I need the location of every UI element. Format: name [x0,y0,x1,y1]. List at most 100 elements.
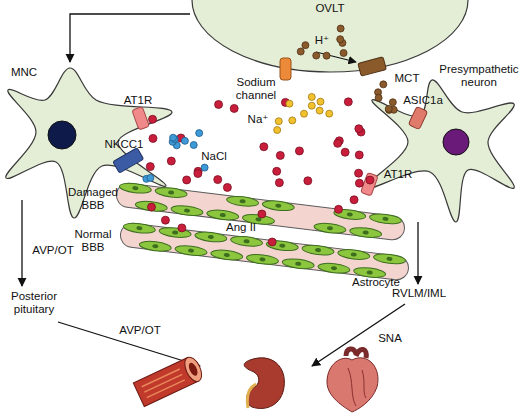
endothelial-cell [206,209,239,222]
sodium-ion [326,110,333,117]
angiotensin-molecule [178,224,186,232]
cell-outline-group [6,68,172,218]
annotation-label: Sodium channel [232,76,280,102]
endothelial-cell [337,248,370,261]
endothelial-cell [302,244,335,257]
sodium-ion [274,127,281,134]
nacl-molecule [181,137,188,144]
kidney [244,358,284,409]
annotation-label: Normal BBB [66,228,120,254]
cell-nucleus [351,252,357,257]
angiotensin-molecule [214,176,222,184]
vessel-lumen [187,361,199,377]
angiotensin-molecule [355,151,363,159]
nacl-molecule [173,142,180,149]
angiotensin-molecule [177,134,185,142]
endothelial-cell [171,204,204,217]
cell-nucleus [347,212,353,217]
sodium-ion [289,117,296,124]
cell-body: Presympathetic neuron [362,60,520,225]
cell-nucleus [188,248,194,253]
mct-transporter [358,57,386,76]
cell-membrane [192,0,468,72]
endothelial-cell [369,212,402,225]
nacl-molecule [143,175,150,182]
cell-nucleus [172,230,178,235]
angiotensin-molecule [230,104,238,112]
cell-nucleus [168,190,174,195]
endothelial-cell [314,222,347,235]
annotation-label: NaCl [196,150,232,163]
cell-nucleus [386,257,392,262]
cell-nucleus [382,217,388,222]
proton [380,81,387,88]
endothelial-cell [349,226,382,239]
at1r-receptor [132,107,150,130]
nkcc1-transporter [113,148,144,173]
angiotensin-molecule [334,139,342,147]
pathway-arrow [21,200,22,286]
angiotensin-molecule [194,167,202,175]
angiotensin-molecule [335,205,343,213]
annotation-label: Posterior pituitary [2,290,66,316]
pathway-arrow [417,222,418,284]
cell-membrane [6,68,172,218]
endothelial-cell [123,222,156,235]
vessel-texture [142,369,185,398]
cell-nucleus [255,217,261,222]
normal-capillary [119,222,410,282]
cell-nucleus [331,266,337,271]
angiotensin-molecule [258,210,266,218]
endothelial-cell [333,208,366,221]
cell-nucleus [327,226,333,231]
proton [386,106,393,113]
blood-vessel [133,355,205,407]
proton [339,39,346,46]
nacl-molecule [190,141,197,148]
cell-nucleus [239,199,245,204]
cell-nucleus [279,243,285,248]
nacl-molecule [196,130,203,137]
sodium-ion [286,100,293,107]
proton [340,50,347,57]
angiotensin-molecule [260,143,268,151]
proton [297,48,304,55]
annotation-label: Ang II [222,221,260,234]
angiotensin-molecule [147,203,155,211]
angiotensin-molecule [183,176,191,184]
angiotensin-molecule [355,179,363,187]
nacl-molecule [147,174,154,181]
cell-label: Presympathetic neuron [436,63,520,89]
sodium-ion [275,118,282,125]
cell-label: MNC [4,66,44,79]
capillary-lumen [115,182,406,241]
at1r-receptor [361,173,379,196]
annotation-label: Damaged BBB [66,186,120,212]
angiotensin-molecule [304,177,312,185]
cell-outline-group [366,80,514,222]
annotation-label: AVP/OT [116,324,164,337]
ureter [247,384,256,408]
asic1a-channel [408,106,427,129]
endothelial-cell [175,244,208,257]
proton [389,99,396,106]
proton [390,106,397,113]
cell-nucleus [220,213,226,218]
angiotensin-molecule [344,98,352,106]
cell-nucleus [208,235,214,240]
sodium-ion [308,93,315,100]
endothelial-cell [226,195,259,208]
angiotensin-molecule [357,128,365,136]
cell-nucleus [259,257,265,262]
cell-nucleus [362,230,368,235]
cell-nucleus [184,208,190,213]
annotation-label: H⁺ [310,34,334,47]
angiotensin-molecule [167,157,175,165]
angiotensin-molecule [223,183,231,191]
cell-label: OVLT [305,2,355,15]
vessel-end [181,355,205,384]
angiotensin-molecule [295,147,303,155]
cell-nucleus [48,121,76,149]
